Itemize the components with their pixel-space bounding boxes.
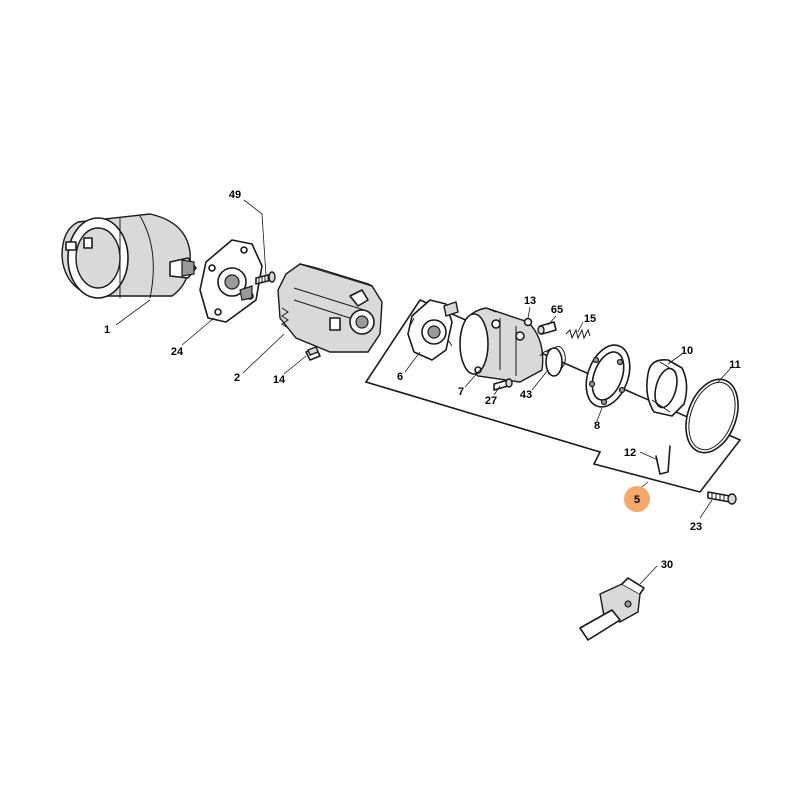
- leader-49: [243, 199, 267, 277]
- leader-lines: [115, 199, 732, 585]
- callout-1[interactable]: 1: [104, 324, 110, 336]
- callout-27[interactable]: 27: [485, 395, 497, 407]
- leader-1: [115, 299, 151, 326]
- leader-6: [404, 351, 421, 373]
- leader-11: [717, 367, 732, 383]
- callout-43[interactable]: 43: [520, 389, 532, 401]
- leader-27: [493, 385, 501, 396]
- part-7-ring-housing[interactable]: [459, 307, 544, 383]
- leader-13: [527, 306, 531, 319]
- part-2-housing[interactable]: [277, 263, 383, 353]
- callout-15[interactable]: 15: [584, 313, 596, 325]
- leader-12: [639, 451, 659, 461]
- part-23-screw[interactable]: [707, 491, 737, 505]
- callout-49[interactable]: 49: [229, 189, 241, 201]
- part-24-flange[interactable]: [199, 239, 263, 323]
- callout-10[interactable]: 10: [681, 345, 693, 357]
- callout-5[interactable]: 5: [634, 494, 640, 506]
- part-6-planet-carrier[interactable]: [407, 299, 459, 361]
- leader-2: [242, 333, 285, 374]
- callout-11[interactable]: 11: [729, 359, 741, 371]
- part-30-switch[interactable]: [579, 577, 645, 641]
- leader-23: [699, 499, 713, 519]
- callout-23[interactable]: 23: [690, 521, 702, 533]
- leader-14: [283, 355, 307, 375]
- leader-10: [667, 353, 683, 365]
- callouts: 1 2 5 6 7 8 10 11 12 13 14 15 23 24 27 3…: [104, 189, 741, 571]
- leader-15: [577, 321, 584, 333]
- leader-65: [547, 315, 557, 326]
- assembly-5-outline: [364, 298, 742, 493]
- leader-30: [639, 565, 658, 585]
- part-27-screw[interactable]: [493, 378, 513, 391]
- callout-30[interactable]: 30: [661, 559, 673, 571]
- part-11-ring[interactable]: [676, 372, 747, 460]
- part-8-adjust-ring[interactable]: [578, 339, 637, 413]
- leader-8: [596, 407, 603, 422]
- callout-6[interactable]: 6: [397, 371, 403, 383]
- callout-13[interactable]: 13: [524, 295, 536, 307]
- callout-12[interactable]: 12: [624, 447, 636, 459]
- callout-5-highlight[interactable]: [624, 486, 650, 512]
- callout-14[interactable]: 14: [273, 374, 286, 386]
- part-14-screw[interactable]: [305, 346, 321, 361]
- part-15-spring[interactable]: [565, 328, 591, 340]
- part-13-ball[interactable]: [523, 317, 533, 327]
- part-1-motor[interactable]: [61, 213, 197, 299]
- part-12-wire-clip[interactable]: [655, 445, 671, 475]
- leader-7: [464, 369, 481, 388]
- part-49-screw[interactable]: [255, 271, 276, 285]
- callout-24[interactable]: 24: [171, 346, 184, 358]
- callout-65[interactable]: 65: [551, 304, 563, 316]
- callout-7[interactable]: 7: [458, 386, 464, 398]
- part-65-pin[interactable]: [537, 321, 557, 335]
- callout-2[interactable]: 2: [234, 372, 240, 384]
- leader-24: [181, 317, 215, 346]
- part-10-collar[interactable]: [646, 358, 688, 417]
- callout-8[interactable]: 8: [594, 420, 600, 432]
- part-43-spring[interactable]: [539, 346, 566, 377]
- leader-43: [531, 369, 549, 391]
